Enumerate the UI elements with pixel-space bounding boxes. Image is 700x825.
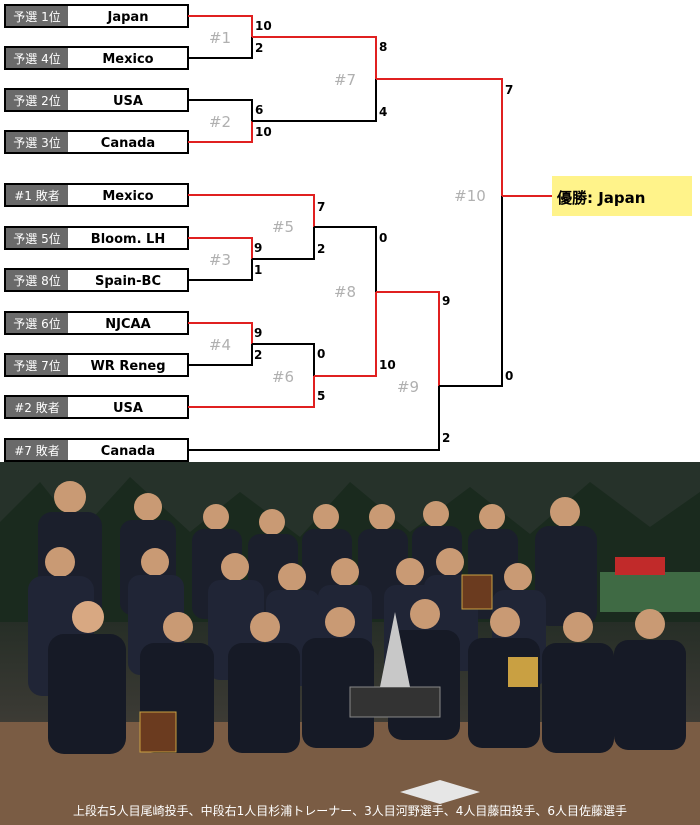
score: 9	[254, 241, 262, 255]
score: 9	[442, 294, 450, 308]
game-label-5: #5	[272, 218, 294, 236]
game-label-1: #1	[209, 29, 231, 47]
line-game1-win	[188, 15, 253, 37]
team-photo-illustration	[0, 462, 700, 825]
champion-label: 優勝: Japan	[556, 189, 645, 207]
score: 7	[505, 83, 513, 97]
game-label-4: #4	[209, 336, 231, 354]
team-box-3: 予選 2位 USA	[4, 88, 189, 112]
score: 6	[255, 103, 263, 117]
line-game4-lose	[188, 344, 253, 366]
line-game7-win	[252, 36, 377, 79]
line-game10-win	[376, 78, 503, 196]
line-game1-lose	[188, 37, 253, 59]
score: 0	[317, 347, 325, 361]
seed-label: 予選 6位	[13, 316, 60, 331]
game-labels: #1 #2 #7 #3 #4 #5 #6 #8 #9 #10	[209, 29, 486, 396]
team-name: NJCAA	[105, 317, 150, 332]
line-game3-win	[188, 237, 253, 259]
team-box-6: 予選 5位 Bloom. LH	[4, 226, 189, 250]
game-label-3: #3	[209, 251, 231, 269]
tournament-bracket: 予選 1位 Japan 予選 4位 Mexico 予選 2位 USA 予選 3位…	[4, 4, 692, 462]
line-game9-lose	[188, 386, 440, 451]
score: 9	[254, 326, 262, 340]
score: 2	[317, 242, 325, 256]
champion-box: 優勝: Japan	[552, 176, 692, 216]
score: 7	[317, 200, 325, 214]
line-game4-win	[188, 322, 253, 344]
game-label-10: #10	[454, 187, 486, 205]
seed-label: #1 敗者	[14, 188, 60, 203]
team-box-5: #1 敗者 Mexico	[4, 183, 189, 207]
team-name: Mexico	[102, 189, 153, 204]
game-label-6: #6	[272, 368, 294, 386]
line-game10-lose	[439, 196, 503, 387]
score: 0	[505, 369, 513, 383]
scores: 10 2 6 10 8 4 9 1 9 2 7 2 0 5 0 10 9 2 7…	[254, 19, 513, 445]
game-label-8: #8	[334, 283, 356, 301]
seed-label: #2 敗者	[14, 400, 60, 415]
team-name: Mexico	[102, 52, 153, 67]
line-game2-win	[188, 121, 253, 143]
team-box-2: 予選 4位 Mexico	[4, 46, 189, 70]
team-box-8: 予選 6位 NJCAA	[4, 311, 189, 335]
game-label-9: #9	[397, 378, 419, 396]
photo-caption: 上段右5人目尾崎投手、中段右1人目杉浦トレーナー、3人目河野選手、4人目藤田投手…	[72, 804, 628, 818]
line-game6-win	[188, 376, 315, 408]
seed-label: #7 敗者	[14, 443, 60, 458]
team-box-7: 予選 8位 Spain-BC	[4, 268, 189, 292]
line-game6-lose	[252, 343, 315, 376]
score: 8	[379, 40, 387, 54]
score: 4	[379, 105, 387, 119]
game-label-2: #2	[209, 113, 231, 131]
bracket-lines	[188, 15, 552, 451]
team-box-10: #2 敗者 USA	[4, 395, 189, 419]
team-box-9: 予選 7位 WR Reneg	[4, 353, 189, 377]
team-name: Canada	[101, 444, 155, 459]
team-photo: 上段右5人目尾崎投手、中段右1人目杉浦トレーナー、3人目河野選手、4人目藤田投手…	[0, 462, 700, 825]
line-game3-lose	[188, 259, 253, 281]
team-name: USA	[113, 401, 143, 416]
team-box-1: 予選 1位 Japan	[4, 4, 189, 28]
team-name: Spain-BC	[95, 274, 161, 289]
seed-label: 予選 7位	[13, 358, 60, 373]
line-game8-win	[314, 292, 377, 377]
score: 10	[255, 19, 272, 33]
team-box-4: 予選 3位 Canada	[4, 130, 189, 154]
team-name: WR Reneg	[90, 359, 165, 374]
team-name: Japan	[107, 10, 149, 25]
line-game7-lose	[252, 79, 377, 122]
score: 2	[442, 431, 450, 445]
score: 10	[379, 358, 396, 372]
line-game5-win	[188, 194, 315, 227]
team-box-11: #7 敗者 Canada	[4, 438, 189, 462]
seed-label: 予選 2位	[13, 93, 60, 108]
score: 2	[255, 41, 263, 55]
score: 0	[379, 231, 387, 245]
line-game2-lose	[188, 99, 253, 121]
line-game9-win	[376, 291, 440, 386]
seed-label: 予選 3位	[13, 135, 60, 150]
score: 5	[317, 389, 325, 403]
game-label-7: #7	[334, 71, 356, 89]
team-name: Bloom. LH	[91, 232, 165, 247]
score: 2	[254, 348, 262, 362]
seed-label: 予選 5位	[13, 231, 60, 246]
score: 10	[255, 125, 272, 139]
team-name: Canada	[101, 136, 155, 151]
line-game5-lose	[252, 227, 315, 260]
team-name: USA	[113, 94, 143, 109]
seed-label: 予選 4位	[13, 51, 60, 66]
line-game8-lose	[314, 226, 377, 292]
seed-label: 予選 8位	[13, 273, 60, 288]
score: 1	[254, 263, 262, 277]
seed-label: 予選 1位	[13, 9, 60, 24]
